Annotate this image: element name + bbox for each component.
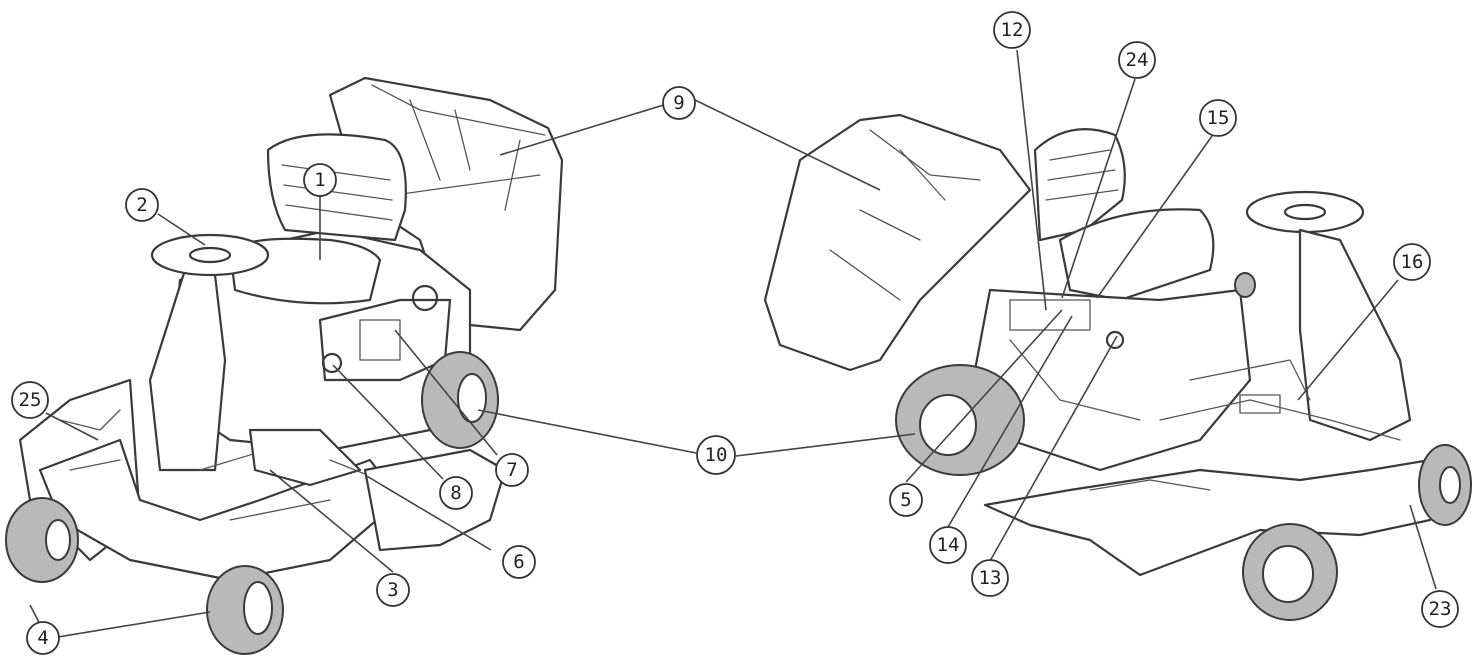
callout-6: 6 (502, 545, 536, 579)
leader-lines (29, 49, 1437, 638)
svg-text:3: 3 (387, 579, 398, 601)
callout-23: 23 (1421, 590, 1459, 628)
callout-10: 10 (696, 435, 736, 475)
right-mower-illustration (763, 113, 1472, 621)
svg-text:24: 24 (1126, 49, 1149, 71)
svg-text:23: 23 (1429, 598, 1452, 620)
svg-text:13: 13 (979, 567, 1002, 589)
svg-text:10: 10 (705, 444, 728, 466)
svg-text:4: 4 (37, 627, 48, 649)
svg-text:25: 25 (19, 389, 42, 411)
svg-text:2: 2 (136, 194, 147, 216)
svg-text:9: 9 (673, 92, 684, 114)
svg-text:5: 5 (900, 489, 911, 511)
callout-5: 5 (889, 483, 923, 517)
svg-text:12: 12 (1001, 19, 1024, 41)
svg-text:7: 7 (506, 459, 517, 481)
svg-text:16: 16 (1401, 251, 1424, 273)
svg-text:1: 1 (314, 169, 325, 191)
callout-4: 4 (26, 621, 60, 655)
svg-text:14: 14 (937, 534, 960, 556)
callout-9: 9 (662, 86, 696, 120)
callout-3: 3 (376, 573, 410, 607)
callout-7: 7 (495, 453, 529, 487)
left-mower-illustration (5, 76, 564, 655)
svg-text:6: 6 (513, 551, 524, 573)
callout-14: 14 (929, 526, 967, 564)
callouts: 1 2 3 4 5 6 7 8 9 10 12 13 14 15 16 23 2… (11, 11, 1459, 655)
callout-13: 13 (971, 559, 1009, 597)
callout-25: 25 (11, 381, 49, 419)
callout-15: 15 (1199, 99, 1237, 137)
svg-text:8: 8 (450, 482, 461, 504)
callout-2: 2 (125, 188, 159, 222)
callout-12: 12 (993, 11, 1031, 49)
callout-16: 16 (1393, 243, 1431, 281)
callout-8: 8 (439, 476, 473, 510)
callout-24: 24 (1118, 41, 1156, 79)
callout-1: 1 (303, 163, 337, 197)
svg-text:15: 15 (1207, 107, 1230, 129)
